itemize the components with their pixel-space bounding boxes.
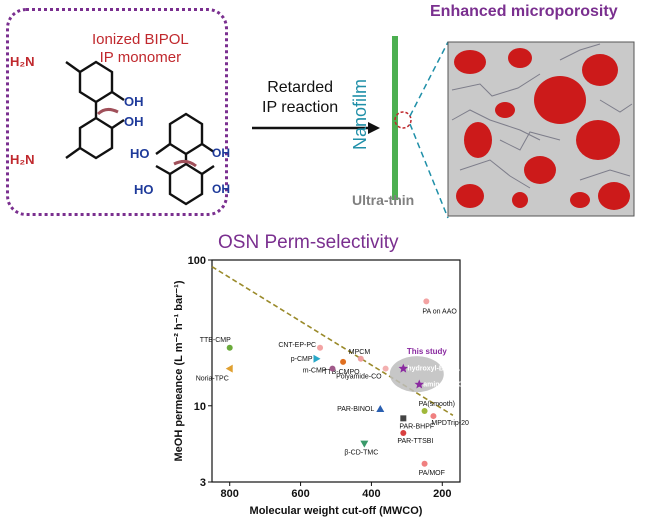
data-point-label: PAR-TTSBI — [397, 438, 433, 445]
data-point — [423, 298, 430, 305]
data-point — [400, 430, 407, 437]
data-point-label: Polyamide-CO — [336, 374, 382, 381]
hydroxyl-group-label-3: HO — [130, 146, 150, 161]
reaction-arrowhead-icon — [368, 122, 380, 134]
zoom-circle — [394, 111, 412, 129]
amine-group-label-bottom: H₂N — [10, 152, 35, 167]
reaction-label-line2: IP reaction — [262, 99, 339, 116]
data-point — [313, 354, 321, 363]
amine-group-label-top: H₂N — [10, 54, 35, 69]
data-point-label: PAR-BHPF — [399, 423, 434, 430]
data-point — [376, 405, 385, 413]
monomer-panel — [6, 8, 228, 216]
data-point — [430, 413, 437, 420]
axis-ticks: 800 600 400 200 3 10 100 — [188, 255, 452, 500]
monomer-title-line2: IP monomer — [99, 49, 182, 66]
hydroxyl-group-label-5: HO — [134, 182, 154, 197]
data-point — [357, 355, 364, 362]
hydroxyl-group-label-6: OH — [212, 182, 230, 196]
data-point-label: TTB-CMP — [200, 337, 231, 344]
data-point-label: PAR-BINOL — [337, 406, 374, 413]
trend-line — [211, 265, 454, 417]
data-point — [414, 379, 425, 389]
data-point — [329, 365, 336, 372]
reaction-label: Retarded IP reaction — [262, 78, 338, 118]
hydroxyl-bipol-structure — [155, 112, 215, 206]
data-point-label: CNT-EP-PC — [278, 342, 316, 349]
data-point — [225, 364, 233, 373]
x-tick-label: 200 — [433, 488, 451, 500]
hydroxyl-group-label-1: OH — [124, 94, 144, 109]
y-tick-label: 10 — [194, 401, 206, 413]
data-point — [317, 344, 324, 351]
data-points: TTB-CMP Noria-TPC CNT-EP-PC p-CMP MPCM TTB-CM… — [196, 298, 469, 477]
data-point — [226, 344, 233, 351]
this-study-label: This study — [407, 347, 448, 356]
porosity-simulation-image — [447, 41, 635, 217]
data-point-label: MPDTrip-20 — [431, 420, 469, 427]
data-point-label: β-CD-TMC — [344, 450, 378, 457]
x-tick-label: 600 — [291, 488, 309, 500]
data-point-label: TTB-CMPO — [323, 369, 360, 376]
rotation-arrow-icon-2 — [173, 159, 197, 168]
data-point-label: hydroxyl-BIPOL — [407, 366, 461, 373]
ultrathin-label: Ultra-thin — [352, 192, 415, 208]
rotation-arrow-icon — [96, 107, 119, 116]
y-axis-label: MeOH permeance (L m⁻² h⁻¹ bar⁻¹) — [173, 280, 185, 461]
x-tick-label: 800 — [221, 488, 239, 500]
data-point-label: p-CMP — [291, 356, 313, 363]
reaction-label-line1: Retarded — [267, 79, 334, 96]
hydroxyl-group-label-4: OH — [212, 146, 230, 160]
zoom-line-top — [409, 41, 449, 117]
data-point-label: PA/MOF — [419, 470, 445, 477]
plot-frame — [211, 259, 461, 483]
data-point-label: PA on AAO — [422, 308, 457, 315]
data-point — [400, 415, 407, 422]
porosity-title: Enhanced microporosity — [430, 3, 618, 20]
monomer-title-line1: Ionized BIPOL — [92, 31, 189, 48]
data-point — [382, 365, 389, 372]
nanofilm-label: Nanofilm — [350, 78, 370, 150]
monomer-title: Ionized BIPOL IP monomer — [92, 31, 189, 67]
data-point-label: amino-BIPOL — [423, 381, 468, 388]
hydroxyl-group-label-2: OH — [124, 114, 144, 129]
data-point — [340, 358, 347, 365]
data-point-label: Noria-TPC — [196, 376, 229, 383]
x-tick-label: 400 — [362, 488, 380, 500]
chart-title: OSN Perm-selectivity — [218, 232, 399, 253]
data-point — [421, 460, 428, 467]
osn-chart: 800 600 400 200 3 10 100 TTB-CMP Noria-TPC CNT-E… — [173, 255, 469, 517]
amino-bipol-structure — [65, 60, 125, 160]
zoom-line-bottom — [409, 123, 449, 219]
data-point-label: m-CMP — [303, 368, 327, 375]
data-point — [360, 440, 369, 448]
data-point-label: MPCM — [349, 349, 371, 356]
data-point — [398, 363, 409, 373]
y-tick-label: 3 — [200, 477, 206, 489]
y-tick-label: 100 — [188, 255, 206, 267]
data-point-label: PA(smooth) — [419, 401, 455, 408]
x-axis-label: Molecular weight cut-off (MWCO) — [250, 505, 423, 517]
data-point — [421, 408, 428, 415]
